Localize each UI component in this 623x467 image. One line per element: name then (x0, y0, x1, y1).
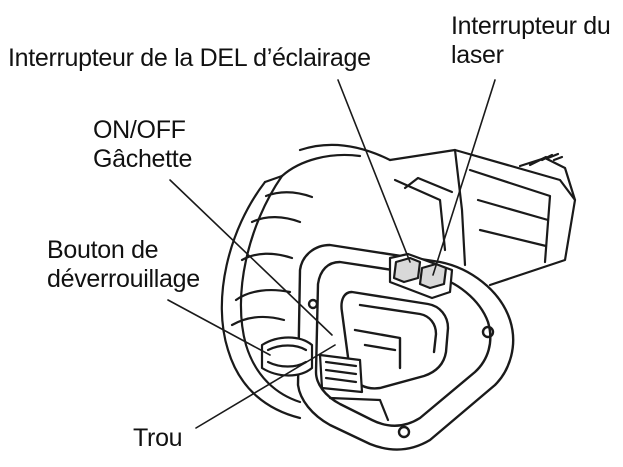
laser-switch-label: Interrupteur du laser (451, 12, 611, 70)
tool-body (220, 143, 392, 420)
trigger-label-line2: Gâchette (93, 145, 193, 173)
trigger-label: ON/OFF Gâchette (93, 116, 192, 174)
laser-housing (388, 148, 577, 287)
hole-label-text: Trou (133, 424, 183, 452)
led-switch-label: Interrupteur de la DEL d’éclairage (8, 44, 371, 73)
trigger-label-line1: ON/OFF (93, 116, 186, 144)
hole-label: Trou (133, 424, 183, 453)
release-button-label-line1: Bouton de (47, 236, 159, 264)
callout-lines (167, 79, 496, 429)
release-button-label: Bouton de déverrouillage (47, 236, 200, 294)
led-switch-label-text: Interrupteur de la DEL d’éclairage (8, 44, 371, 72)
laser-switch-label-line2: laser (451, 41, 504, 69)
laser-switch-label-line1: Interrupteur du (451, 12, 611, 40)
release-button-label-line2: déverrouillage (47, 265, 200, 293)
